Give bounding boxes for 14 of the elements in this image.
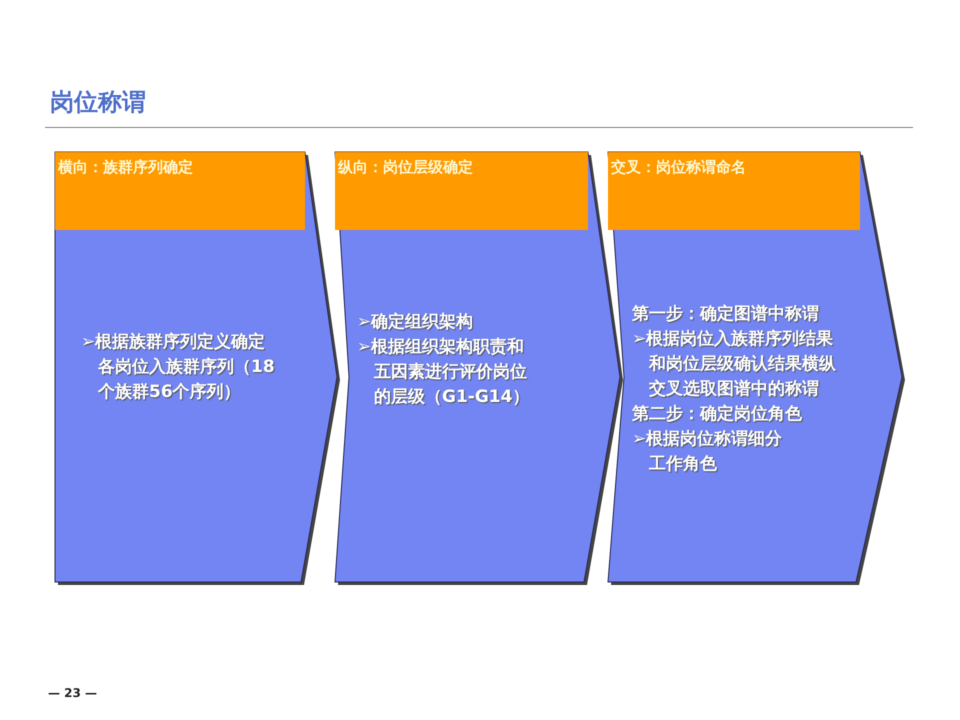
step-text: ➢根据组织架构职责和五因素进行评价岗位的层级（G1-G14）	[357, 336, 530, 409]
step-heading: 交叉：岗位称谓命名	[611, 158, 746, 177]
slide-title: 岗位称谓	[50, 87, 146, 118]
step-heading: 纵向：岗位层级确定	[338, 158, 473, 177]
step-text: ➢根据岗位入族群序列结果和岗位层级确认结果横纵交叉选取图谱中的称谓	[632, 328, 837, 401]
chevron-step	[608, 152, 902, 582]
step-text: ➢根据族群序列定义确定各岗位入族群序列（18个族群56个序列）	[81, 331, 276, 404]
step-text: ➢确定组织架构	[357, 311, 474, 334]
chevron-step	[55, 152, 337, 582]
step-text: ➢根据岗位称谓细分工作角色	[632, 428, 784, 476]
step-heading: 横向：族群序列确定	[58, 158, 193, 177]
step-text: 第二步：确定岗位角色	[632, 403, 803, 426]
page-number: — 23 —	[48, 686, 98, 700]
step-text: 第一步：确定图谱中称谓	[632, 303, 820, 326]
